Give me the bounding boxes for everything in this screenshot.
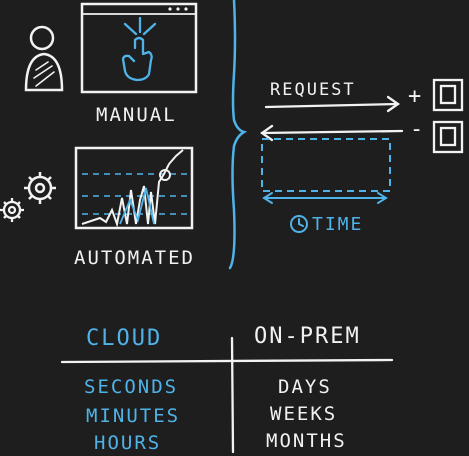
wait-period-box [261,138,391,192]
time-label: TIME [312,214,364,235]
automated-label: AUTOMATED [74,247,195,269]
cloud-value: MINUTES [86,405,181,427]
cloud-value: HOURS [94,432,162,454]
gear-icon [0,198,24,222]
onprem-header: ON-PREM [254,324,361,349]
server-icon [432,78,464,112]
server-icon [432,120,464,154]
cloud-value: SECONDS [84,376,179,398]
clock-icon [290,215,308,233]
request-label: REQUEST [270,80,356,100]
gear-icon [24,172,56,204]
pointer-hand-icon [121,16,157,82]
onprem-value: DAYS [278,376,332,398]
onprem-value: MONTHS [266,430,347,452]
plus-sign: + [408,84,422,109]
manual-label: MANUAL [96,104,177,126]
manual-window [80,2,198,94]
cloud-header: CLOUD [86,326,163,351]
time-span-arrow [262,192,388,204]
minus-sign: - [410,117,424,142]
onprem-value: WEEKS [270,403,338,425]
curly-brace [228,0,248,270]
request-arrow [264,95,401,113]
response-arrow [259,124,404,142]
user-icon [24,25,64,92]
comparison-table-lines [60,336,394,454]
automated-chart-window [74,146,194,230]
